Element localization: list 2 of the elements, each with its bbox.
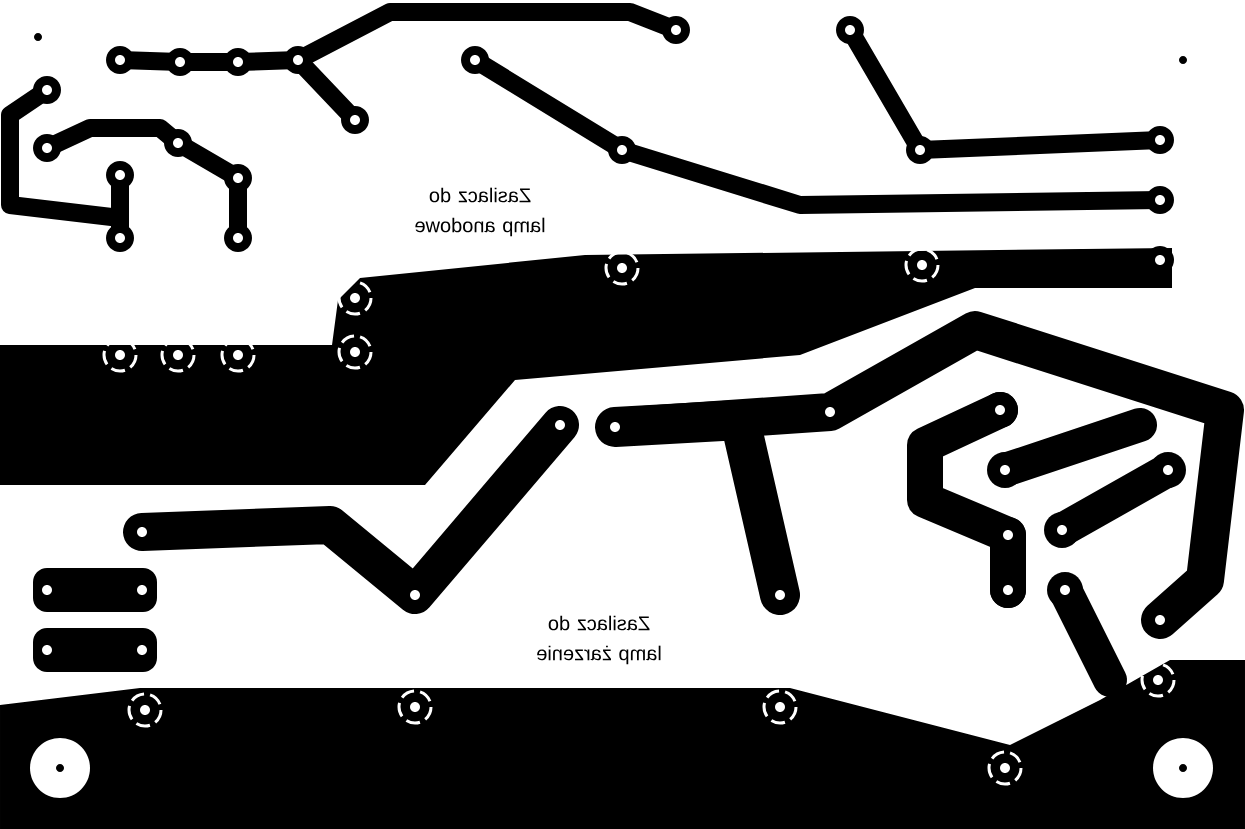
board-label: Zasilacz do lamp żarzenie	[537, 615, 661, 665]
board-label: Zasilacz do lamp anodowe	[415, 187, 545, 237]
